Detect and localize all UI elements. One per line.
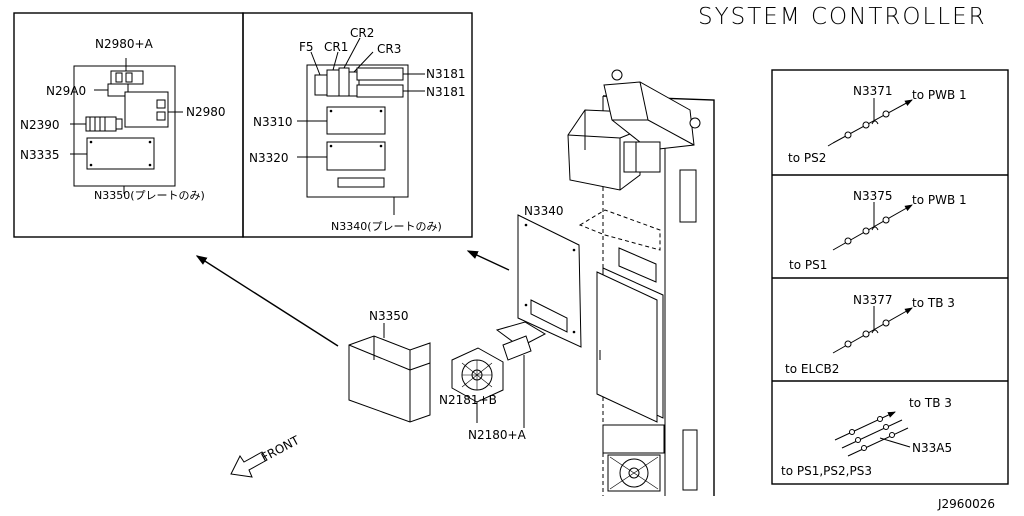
cable-part-n3375: N3375 [853, 189, 893, 203]
plate-slot [337, 177, 385, 188]
cable-cell-n33a5: to TB 3 N33A5 to PS1,PS2,PS3 [781, 396, 952, 478]
label-cr2: CR2 [350, 26, 374, 40]
label-n3340-plate: N3340(プレートのみ) [331, 220, 442, 233]
plate-n3340 [517, 214, 582, 348]
terminal-n3181-upper [356, 67, 425, 81]
detail-panel-left: N2980+A N29A0 N2980 N2390 N3335 N3350(プレ… [13, 12, 244, 238]
relay-cluster [310, 37, 374, 97]
board-n3335 [70, 137, 155, 170]
label-f5: F5 [299, 40, 314, 54]
label-n3310: N3310 [253, 115, 293, 129]
detail-panel-right: CR2 F5 CR1 CR3 N3181 N3181 N3310 N3320 N… [242, 12, 473, 238]
filter-n2180a [476, 321, 547, 428]
cable-from-n3375: to PS1 [789, 258, 827, 272]
cable-to-n3375: to PWB 1 [912, 193, 967, 207]
fuse-holder-n2390 [70, 116, 123, 132]
cable-part-n33a5: N33A5 [912, 441, 952, 455]
label-n3181-lower: N3181 [426, 85, 466, 99]
label-n3320: N3320 [249, 151, 289, 165]
pcb-stack [596, 247, 664, 423]
cable-to-n3377: to TB 3 [912, 296, 955, 310]
relay-cr2 [338, 67, 350, 97]
relay-cr1 [326, 69, 340, 97]
page-title: SYSTEM CONTROLLER [698, 4, 987, 30]
cable-to-n3371: to PWB 1 [912, 88, 967, 102]
fuse-f5 [314, 74, 328, 96]
figure-code: J2960026 [937, 497, 995, 511]
label-cr1: CR1 [324, 40, 348, 54]
label-n29a0: N29A0 [46, 84, 86, 98]
transformer-block [567, 69, 701, 223]
cable-from-n3371: to PS2 [788, 151, 826, 165]
label-n2181b: N2181+B [439, 393, 497, 407]
front-direction-indicator: FRONT [230, 433, 302, 478]
label-main-n3340: N3340 [524, 204, 564, 218]
label-n2980a: N2980+A [95, 37, 154, 51]
detail-arrow-left [195, 255, 339, 347]
label-n2980: N2980 [186, 105, 226, 119]
controller-cabinet [517, 69, 715, 496]
detail-arrow-right [466, 250, 510, 271]
mounting-plate-n3340 [306, 64, 409, 198]
label-front: FRONT [259, 433, 302, 465]
relay-n2980 [124, 91, 183, 128]
label-n3181-upper: N3181 [426, 67, 466, 81]
cable-from-n3377: to ELCB2 [785, 362, 839, 376]
fan-n2181b [451, 347, 504, 416]
terminal-n3181-lower [356, 84, 425, 98]
cable-to-n33a5: to TB 3 [909, 396, 952, 410]
cover-n3350 [348, 323, 431, 423]
cable-part-n3377: N3377 [853, 293, 893, 307]
cable-table: N3371 to PWB 1 to PS2 N3375 to PWB 1 to … [771, 69, 1009, 485]
terminal-n29a0 [94, 83, 129, 97]
fan-lower [607, 454, 661, 492]
relay-n2980a [110, 58, 144, 85]
board-n3310 [297, 106, 386, 135]
label-n2180a: N2180+A [468, 428, 527, 442]
cable-cell-n3375: N3375 to PWB 1 to PS1 [789, 189, 967, 272]
cable-from-n33a5: to PS1,PS2,PS3 [781, 464, 872, 478]
cable-cell-n3371: N3371 to PWB 1 to PS2 [788, 84, 967, 165]
label-n3350-plate: N3350(プレートのみ) [94, 189, 205, 202]
label-cr3: CR3 [377, 42, 401, 56]
label-n3335: N3335 [20, 148, 60, 162]
board-n3320 [297, 141, 386, 171]
label-n2390: N2390 [20, 118, 60, 132]
cable-cell-n3377: N3377 to TB 3 to ELCB2 [785, 293, 955, 376]
cable-part-n3371: N3371 [853, 84, 893, 98]
label-main-n3350: N3350 [369, 309, 409, 323]
